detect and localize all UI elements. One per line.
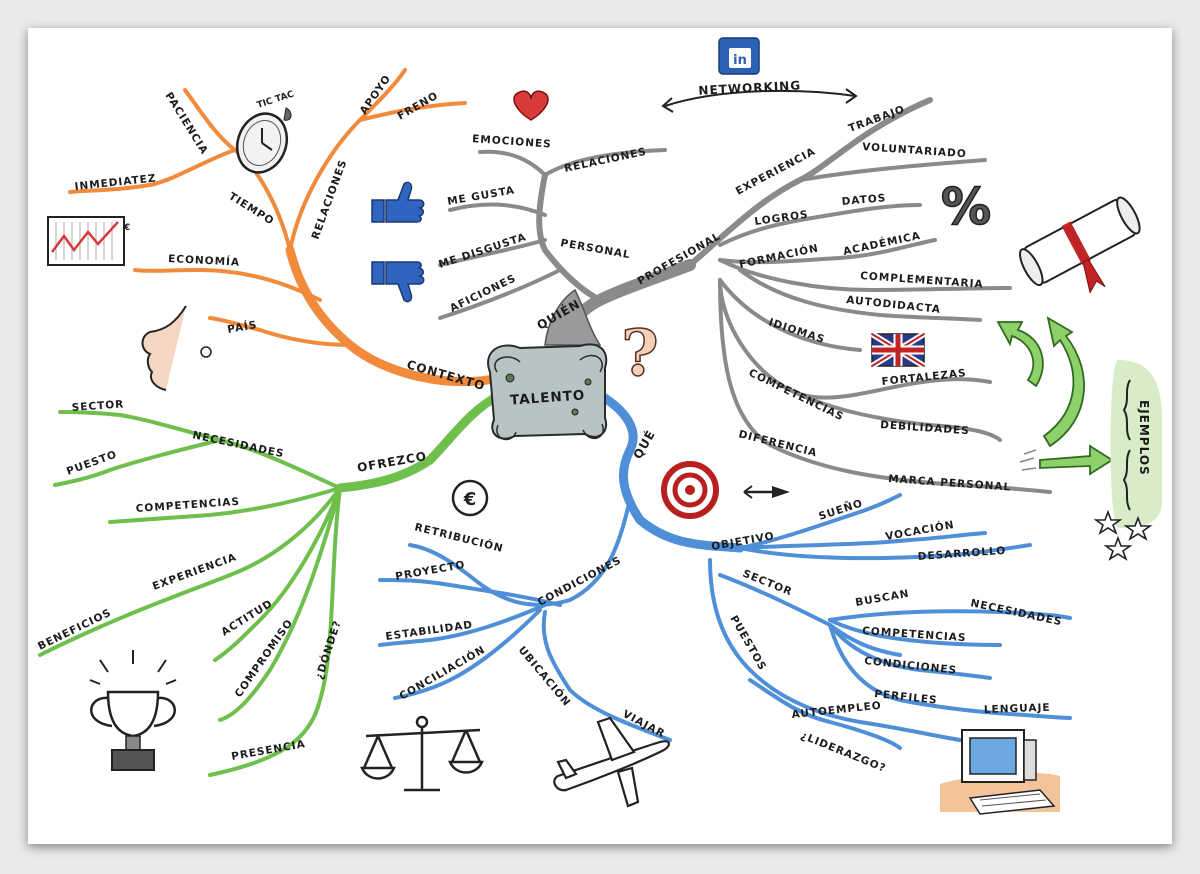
scales-icon bbox=[360, 715, 484, 792]
diploma-icon bbox=[1019, 196, 1141, 294]
branch-que bbox=[378, 390, 1072, 750]
idiomas-label: IDIOMAS bbox=[767, 316, 826, 346]
euro-coin-icon: € bbox=[451, 479, 489, 517]
perfiles-label: PERFILES bbox=[874, 688, 938, 707]
center-label: TALENTO bbox=[510, 387, 586, 408]
thumbs-up-icon bbox=[371, 181, 425, 223]
economia-label: ECONOMÍA bbox=[168, 252, 241, 269]
branch-contexto bbox=[68, 68, 505, 387]
relaciones-contexto-label: RELACIONES bbox=[310, 158, 350, 241]
networking-label: NETWORKING bbox=[698, 78, 801, 97]
trend-chart-icon: € bbox=[47, 216, 130, 266]
computer-icon bbox=[940, 729, 1060, 815]
condiciones-label: CONDICIONES bbox=[536, 554, 624, 608]
heart-icon bbox=[513, 90, 549, 121]
svg-text:€: € bbox=[463, 489, 477, 510]
voluntariado-label: VOLUNTARIADO bbox=[862, 141, 967, 160]
stopwatch-icon: TIC TAC bbox=[235, 89, 296, 174]
mind-map: TALENTO in NETWORKING TIC TAC € bbox=[36, 37, 1162, 815]
donde-label: ¿DÓNDE? bbox=[312, 618, 343, 681]
beneficios-label: BENEFICIOS bbox=[36, 607, 113, 653]
me-disgusta-label: ME DISGUSTA bbox=[437, 231, 528, 271]
puesto-label: PUESTO bbox=[65, 448, 119, 477]
ejemplos-bracket: EJEMPLOS bbox=[1110, 360, 1162, 528]
competencias-quien-label: COMPETENCIAS bbox=[747, 367, 846, 424]
condiciones-que-label: CONDICIONES bbox=[864, 655, 958, 677]
airplane-icon bbox=[553, 716, 670, 808]
personal-label: PERSONAL bbox=[559, 237, 631, 261]
sector-ofrezco-label: SECTOR bbox=[71, 398, 124, 414]
fortalezas-label: FORTALEZAS bbox=[881, 367, 967, 388]
trophy-icon bbox=[89, 650, 177, 771]
proyecto-label: PROYECTO bbox=[394, 559, 466, 583]
ubicacion-label: UBICACIÓN bbox=[516, 644, 574, 710]
datos-label: DATOS bbox=[841, 192, 887, 208]
desarrollo-label: DESARROLLO bbox=[917, 545, 1006, 563]
emociones-label: EMOCIONES bbox=[472, 133, 552, 151]
debilidades-label: DEBILIDADES bbox=[880, 419, 970, 437]
profesional-label: PROFESIONAL bbox=[636, 230, 723, 287]
formacion-label: FORMACIÓN bbox=[738, 241, 820, 271]
svg-text:TIC TAC: TIC TAC bbox=[256, 89, 296, 110]
branch-quien bbox=[438, 97, 1052, 494]
percent-icon: % bbox=[941, 178, 991, 236]
apoyo-label: APOYO bbox=[358, 73, 394, 117]
lenguaje-label: LENGUAJE bbox=[984, 702, 1051, 716]
linkedin-icon: in bbox=[718, 37, 760, 75]
compromiso-label: COMPROMISO bbox=[233, 617, 296, 700]
double-arrow-icon bbox=[661, 88, 858, 113]
buscan-label: BUSCAN bbox=[854, 588, 910, 609]
green-arrows-icon bbox=[996, 316, 1114, 476]
target-icon bbox=[661, 461, 790, 519]
question-mark-icon: ? bbox=[621, 316, 659, 391]
pais-label: PAÍS bbox=[226, 318, 258, 336]
ejemplos-label: EJEMPLOS bbox=[1137, 400, 1151, 476]
spark-lines-icon bbox=[1019, 449, 1037, 471]
uk-flag-icon bbox=[870, 331, 926, 369]
diferencia-label: DIFERENCIA bbox=[737, 428, 818, 459]
marca-personal-label: MARCA PERSONAL bbox=[888, 473, 1012, 494]
branch-ofrezco bbox=[38, 390, 505, 777]
relaciones-label: RELACIONES bbox=[563, 146, 648, 175]
center-talento: TALENTO bbox=[487, 288, 608, 441]
face-profile-icon bbox=[141, 305, 212, 391]
puestos-label: PUESTOS bbox=[727, 614, 768, 673]
conciliacion-label: CONCILIACIÓN bbox=[397, 643, 488, 703]
svg-text:in: in bbox=[733, 53, 747, 68]
experiencia-label: EXPERIENCIA bbox=[734, 145, 818, 197]
thumbs-down-icon bbox=[371, 261, 425, 303]
mind-map-card: TALENTO in NETWORKING TIC TAC € bbox=[28, 28, 1172, 844]
paciencia-label: PACIENCIA bbox=[162, 90, 210, 157]
stars-icon bbox=[1093, 509, 1153, 561]
svg-text:€: € bbox=[123, 223, 130, 233]
